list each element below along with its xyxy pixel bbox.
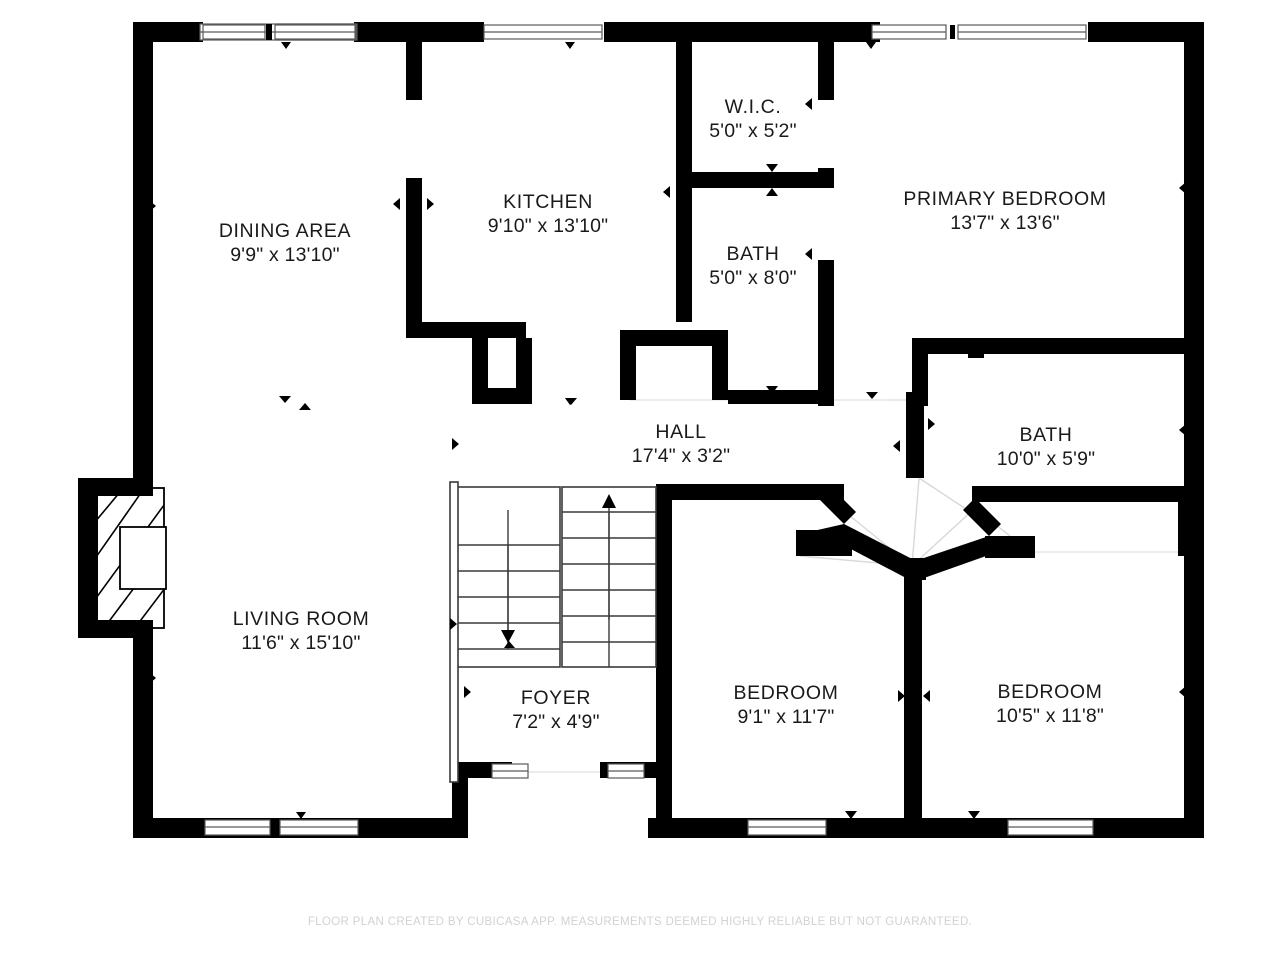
window-living-bottom bbox=[204, 812, 359, 836]
fireplace bbox=[95, 487, 167, 629]
footer-disclaimer: FLOOR PLAN CREATED BY CUBICASA APP. MEAS… bbox=[307, 916, 973, 928]
window-bedroom-right bbox=[968, 811, 1094, 836]
angled-walls bbox=[830, 524, 1003, 578]
door-arrow-markers bbox=[149, 182, 1186, 702]
window-primary-top bbox=[866, 24, 1087, 49]
interior-walls bbox=[393, 22, 1192, 838]
window-bedroom-middle bbox=[747, 811, 857, 836]
window-kitchen-top bbox=[483, 24, 603, 49]
window-top-left-detail bbox=[202, 24, 356, 49]
entry-doors bbox=[491, 763, 645, 779]
exterior-walls bbox=[78, 22, 1204, 838]
staircase-down bbox=[449, 481, 561, 783]
staircase-up bbox=[561, 486, 657, 668]
